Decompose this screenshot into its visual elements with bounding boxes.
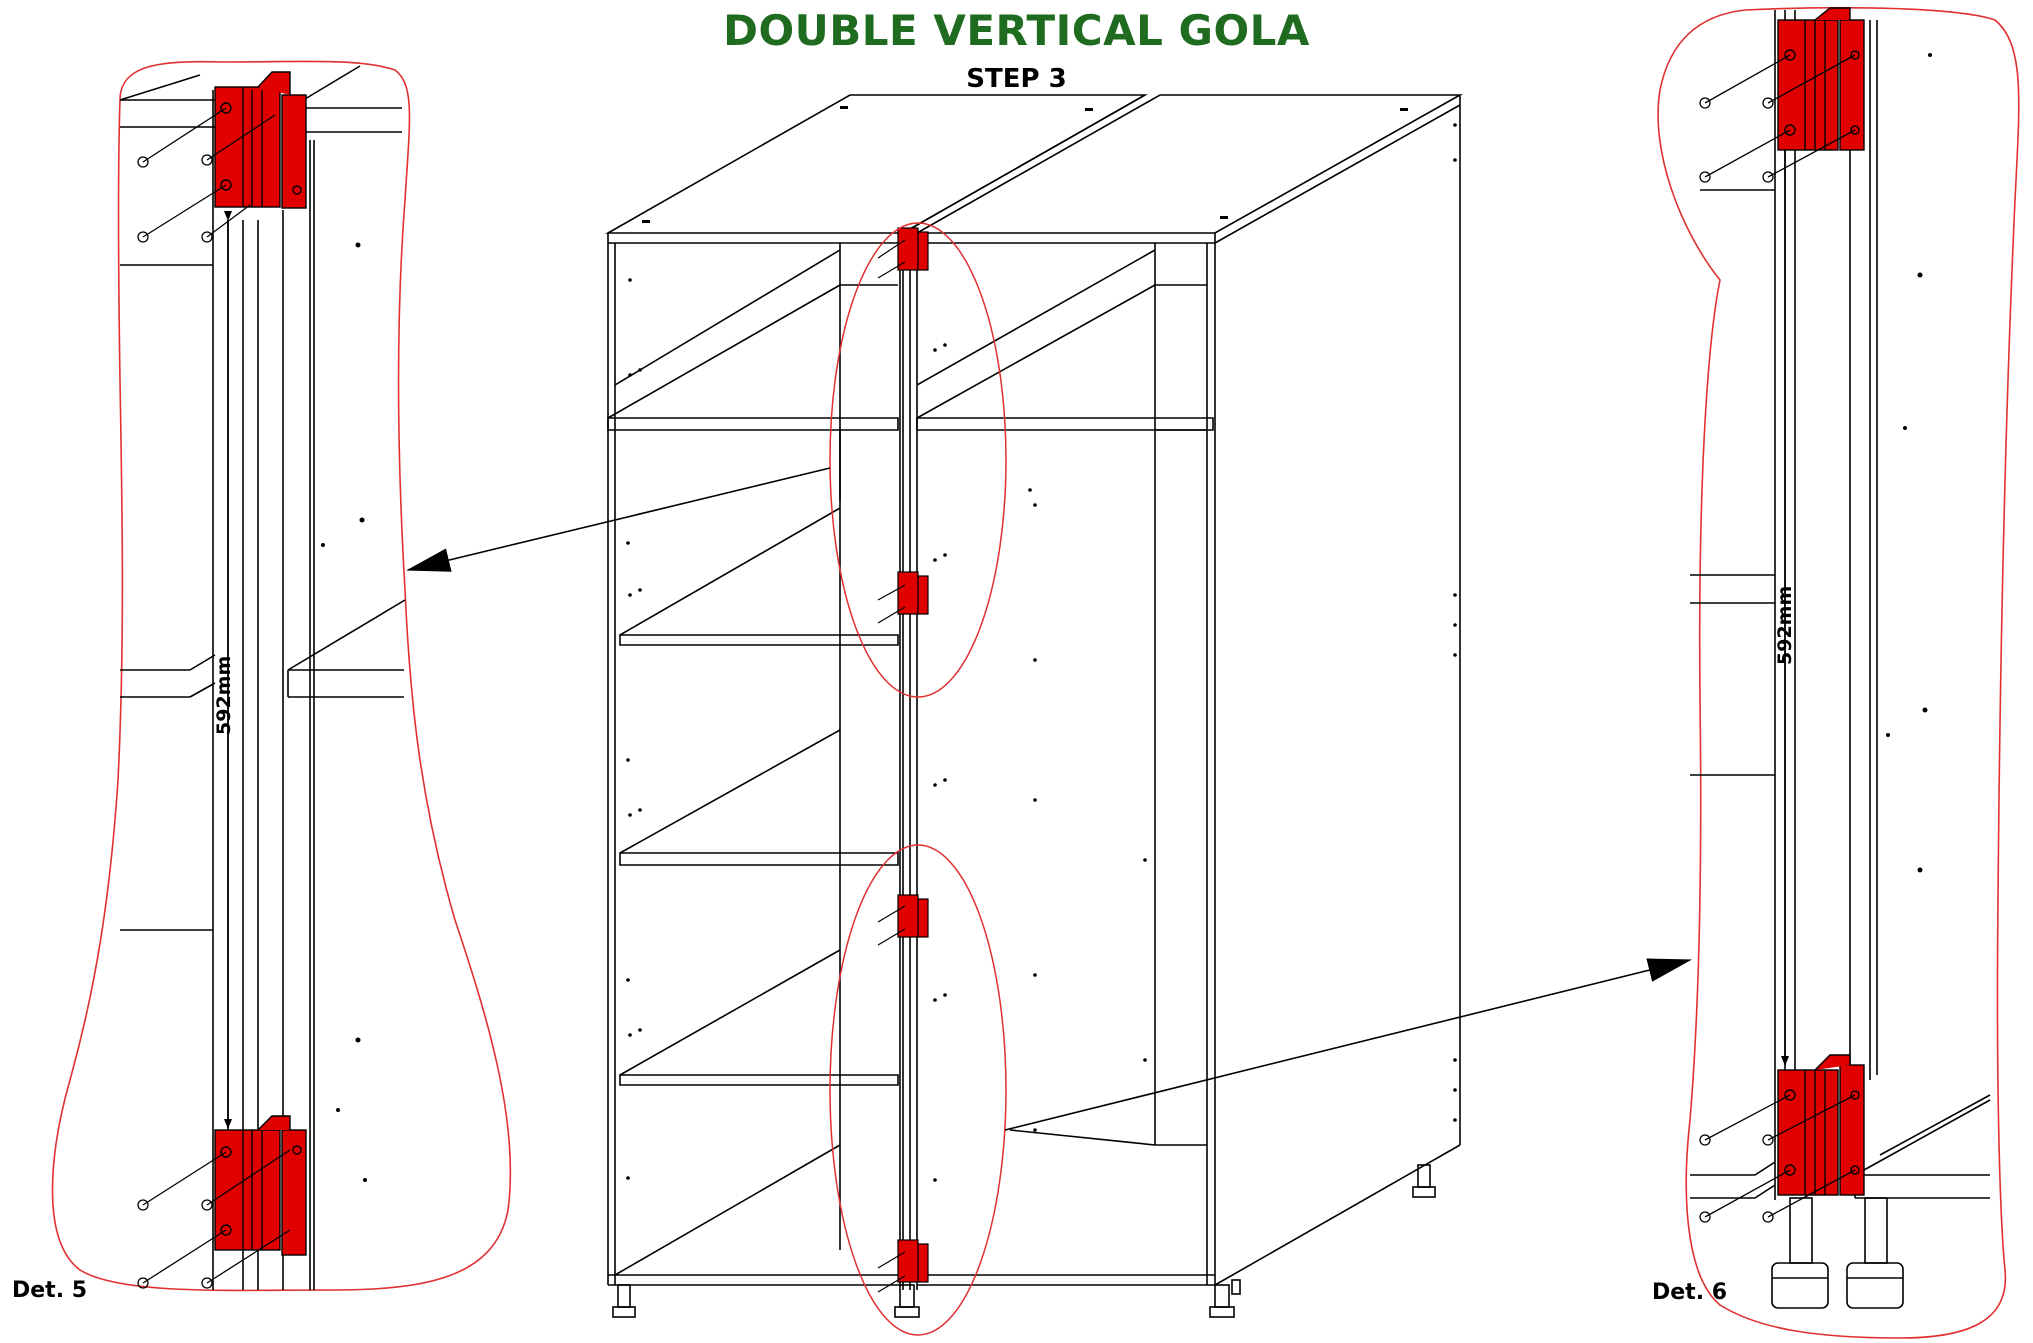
detail-6-holes (1886, 53, 1932, 873)
step-label: STEP 3 (966, 64, 1067, 94)
diagram-title: DOUBLE VERTICAL GOLA (723, 6, 1310, 55)
screw-icon (137, 1199, 149, 1211)
detail-5-holes (321, 242, 367, 1182)
screw-icon (1762, 97, 1774, 109)
screw-icon (1699, 1211, 1711, 1223)
cabinet-shelf (619, 634, 899, 646)
detail-5-dimension: 592mm (213, 656, 235, 735)
detail-6-dimension: 592mm (1774, 586, 1796, 665)
screw-icon (1699, 171, 1711, 183)
bracket-icon (897, 571, 919, 615)
cabinet-shelf (607, 417, 899, 431)
screw-icon (1699, 97, 1711, 109)
cabinet-shelf (619, 852, 899, 866)
cabinet-brackets (897, 227, 929, 1283)
detail-5-callout-outline (51, 60, 512, 1292)
detail-6-top-bracket (1777, 7, 1865, 151)
screw-icon (1762, 1134, 1774, 1146)
screw-icon (201, 1199, 213, 1211)
detail-6-feet (1771, 1197, 1904, 1309)
detail-5-top-bracket (214, 71, 307, 209)
cabinet-shelf (916, 417, 1214, 431)
screw-icon (137, 231, 149, 243)
pointer-arrows (406, 467, 1692, 1131)
detail-5: 592mm (51, 60, 512, 1292)
detail-6-bottom-bracket (1777, 1054, 1865, 1196)
detail-6: 592mm (1657, 6, 2020, 1339)
screw-icon (201, 231, 213, 243)
callout-ellipse-top (829, 222, 1007, 698)
detail-6-callout-outline (1657, 6, 2020, 1339)
detail-6-screws (1699, 54, 1856, 1223)
bracket-icon (897, 1239, 919, 1283)
cabinet (604, 94, 1464, 1336)
cabinet-screws (877, 239, 906, 1293)
detail-5-label: Det. 5 (12, 1278, 88, 1303)
screw-icon (137, 156, 149, 168)
callout-ellipse-bottom (829, 844, 1007, 1336)
screw-icon (201, 1277, 213, 1289)
screw-icon (137, 1277, 149, 1289)
cabinet-shelf (619, 1074, 899, 1086)
screw-icon (201, 154, 213, 166)
cabinet-legs (612, 1164, 1436, 1318)
detail-5-bottom-bracket (214, 1115, 307, 1256)
arrow-icon (406, 467, 831, 572)
arrow-icon (1004, 958, 1692, 1131)
screw-icon (1762, 171, 1774, 183)
detail-5-screws (137, 107, 291, 1289)
screw-icon (1699, 1134, 1711, 1146)
screw-icon (1762, 1211, 1774, 1223)
cabinet-top-holes (626, 106, 1457, 1182)
